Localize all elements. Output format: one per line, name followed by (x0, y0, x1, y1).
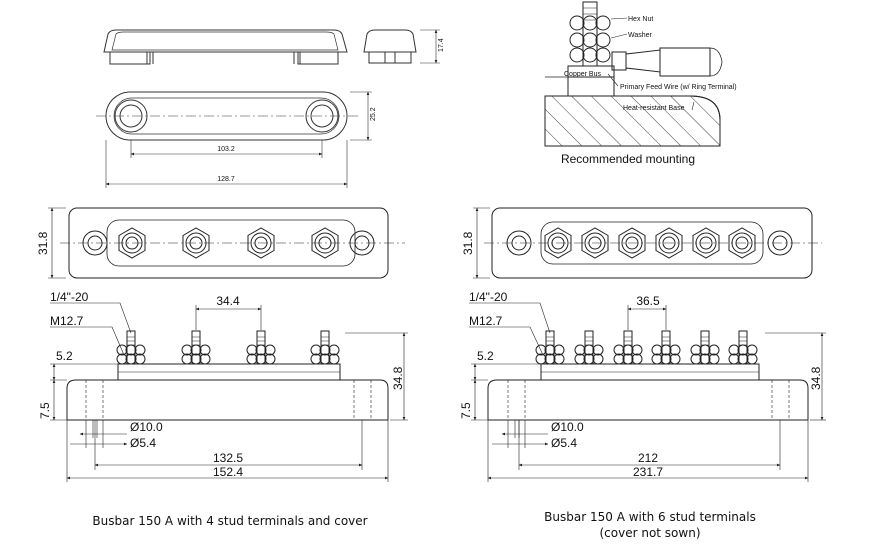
mounting-caption: Recommended mounting (561, 152, 695, 166)
busbar6-stud-side-4 (651, 330, 681, 365)
busbar4-stud-side-2 (181, 330, 211, 365)
cover-height-label: 17.4 (438, 38, 445, 52)
busbar4-stud-side-3 (246, 330, 276, 365)
cover-side-view (103, 29, 348, 65)
busbar4-nut-label: M12.7 (50, 314, 84, 328)
cover-inner-length-label: 103.2 (217, 146, 235, 153)
busbar4-pitch-label: 34.4 (216, 294, 240, 308)
busbar6-total-height-label: 34.8 (809, 366, 823, 390)
base-label: Heat-resistant Base (623, 105, 685, 112)
feed-wire-label: Primary Feed Wire (w/ Ring Terminal) (620, 84, 737, 91)
busbar6-caption-line1: Busbar 150 A with 6 stud terminals (544, 510, 756, 524)
busbar4-caption: Busbar 150 A with 4 stud terminals and c… (92, 514, 368, 528)
busbar6-stud-side-6 (728, 330, 758, 365)
busbar6-base-height-label: 7.5 (459, 402, 473, 419)
busbar6-hole-spacing-label: 212 (638, 451, 658, 465)
busbar4-total-height-label: 34.8 (391, 366, 405, 390)
busbar6-pitch-label: 36.5 (636, 294, 660, 308)
busbar6-thread-label: 1/4"-20 (469, 290, 508, 304)
busbar6-shoulder-label: 5.2 (477, 349, 494, 363)
busbar6-stud-side-3 (613, 330, 643, 365)
cover-top-view (96, 91, 372, 188)
busbar4-base-height-label: 7.5 (38, 402, 52, 419)
busbar6-side-view (469, 302, 826, 482)
busbar6-caption-line2: (cover not sown) (599, 526, 701, 540)
busbar4-hole-small-label: Ø5.4 (130, 436, 156, 450)
busbar6-stud-side-5 (690, 330, 720, 365)
busbar6-hole-diameter-label: Ø10.0 (551, 420, 584, 434)
busbar6-stud-top-6 (728, 227, 756, 259)
cover-outer-length-label: 128.7 (217, 176, 235, 183)
busbar4-hole-diameter-label: Ø10.0 (130, 420, 163, 434)
cover-width-label: 25.2 (370, 107, 377, 121)
hex-nut-label: Hex Nut (628, 16, 653, 23)
busbar6-top-view (473, 207, 822, 279)
busbar6-stud-side-1 (535, 330, 565, 365)
busbar6-nut-label: M12.7 (469, 314, 503, 328)
mounting-diagram (544, 1, 723, 147)
copper-bus-label: Copper Bus (564, 71, 601, 78)
busbar4-height-label: 31.8 (36, 231, 50, 255)
busbar6-hole-small-label: Ø5.4 (551, 436, 577, 450)
busbar6-height-label: 31.8 (461, 231, 475, 255)
busbar4-hole-spacing-label: 132.5 (213, 451, 243, 465)
busbar4-top-view (48, 207, 405, 279)
busbar4-stud-side-1 (116, 330, 146, 365)
busbar6-length-label: 231.7 (633, 465, 663, 479)
cover-end-view (363, 29, 440, 64)
busbar4-stud-side-4 (310, 330, 340, 365)
busbar4-thread-label: 1/4"-20 (50, 290, 89, 304)
busbar4-side-view (50, 302, 408, 482)
washer-label: Washer (628, 32, 653, 39)
busbar4-shoulder-label: 5.2 (56, 349, 73, 363)
busbar4-length-label: 152.4 (213, 465, 243, 479)
busbar6-stud-side-2 (574, 330, 604, 365)
